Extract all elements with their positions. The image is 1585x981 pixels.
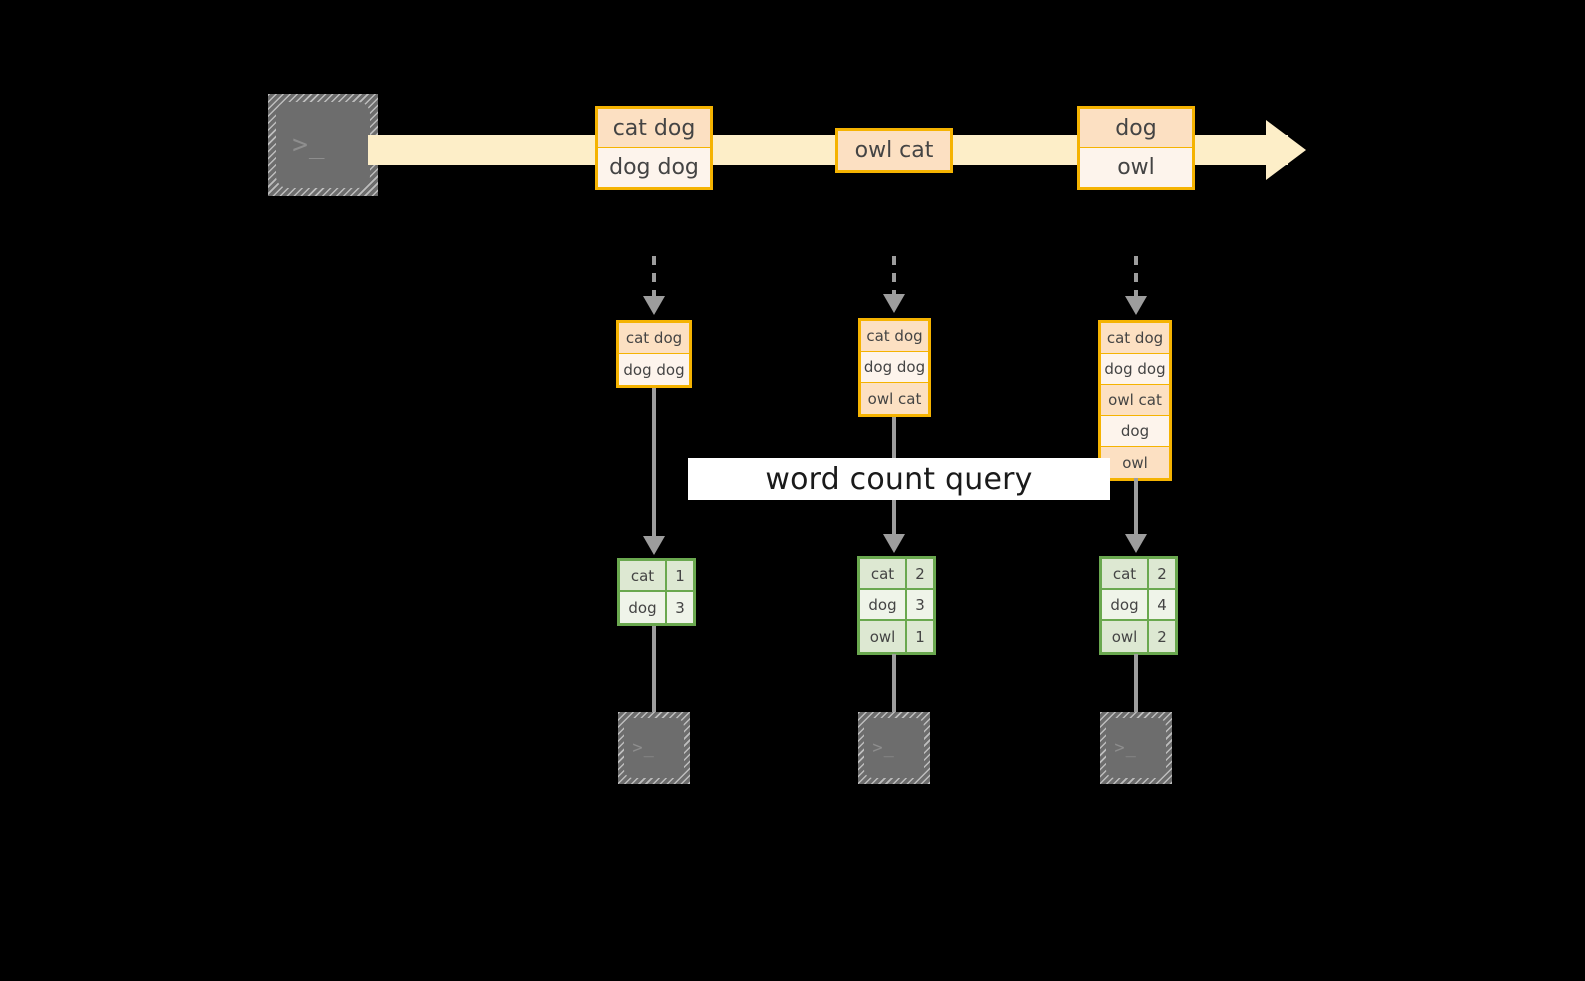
state-line: owl [1101, 447, 1169, 478]
state-to-result-arrow-1 [643, 536, 665, 555]
stream-batch-1: cat dog dog dog [595, 106, 713, 190]
stream-line: owl [1080, 148, 1192, 187]
accumulated-state-2: cat dog dog dog owl cat [858, 318, 931, 417]
result-count: 2 [907, 559, 933, 588]
result-word: dog [1102, 590, 1149, 619]
table-row: dog 3 [620, 592, 693, 623]
state-line: dog dog [861, 352, 928, 383]
result-table-2: cat 2 dog 3 owl 1 [857, 556, 936, 655]
source-terminal-icon: >_ [268, 94, 378, 196]
stream-batch-3: dog owl [1077, 106, 1195, 190]
trigger-arrow-head [1125, 296, 1147, 315]
trigger-connector-dashed [1134, 256, 1138, 298]
stream-line: cat dog [598, 109, 710, 148]
state-line: cat dog [619, 323, 689, 354]
table-row: dog 4 [1102, 590, 1175, 621]
stream-line: dog [1080, 109, 1192, 148]
trigger-connector-dashed [892, 256, 896, 296]
result-count: 4 [1149, 590, 1175, 619]
sink-terminal-1: >_ [618, 712, 690, 784]
table-row: cat 2 [1102, 559, 1175, 590]
terminal-screen [624, 718, 684, 778]
result-word: cat [1102, 559, 1149, 588]
terminal-prompt-glyph: >_ [292, 130, 326, 160]
state-line: dog dog [619, 354, 689, 385]
table-row: cat 1 [620, 561, 693, 592]
state-to-result-line-1 [652, 388, 656, 540]
trigger-arrow-head [883, 294, 905, 313]
terminal-prompt-glyph: >_ [872, 738, 895, 758]
result-count: 1 [667, 561, 693, 590]
result-word: owl [860, 621, 907, 652]
result-word: cat [860, 559, 907, 588]
result-to-sink-line-2 [892, 654, 896, 716]
sink-terminal-3: >_ [1100, 712, 1172, 784]
trigger-arrow-head [643, 296, 665, 315]
stream-arrow-head [1266, 120, 1306, 180]
result-word: cat [620, 561, 667, 590]
terminal-prompt-glyph: >_ [1114, 738, 1137, 758]
result-to-sink-line-1 [652, 626, 656, 716]
state-line: dog dog [1101, 354, 1169, 385]
result-count: 2 [1149, 559, 1175, 588]
table-row: owl 2 [1102, 621, 1175, 652]
trigger-connector-dashed [652, 256, 656, 298]
sink-terminal-2: >_ [858, 712, 930, 784]
stream-batch-2: owl cat [835, 128, 953, 173]
state-to-result-line-3 [1134, 478, 1138, 538]
state-line: cat dog [861, 321, 928, 352]
state-line: owl cat [1101, 385, 1169, 416]
terminal-screen [1106, 718, 1166, 778]
stream-line: dog dog [598, 148, 710, 187]
terminal-prompt-glyph: >_ [632, 738, 655, 758]
state-line: cat dog [1101, 323, 1169, 354]
result-to-sink-line-3 [1134, 654, 1138, 716]
state-to-result-arrow-2 [883, 534, 905, 553]
result-count: 2 [1149, 621, 1175, 652]
result-count: 3 [667, 592, 693, 623]
terminal-screen [276, 102, 370, 188]
stream-line: owl cat [838, 131, 950, 170]
result-word: owl [1102, 621, 1149, 652]
accumulated-state-1: cat dog dog dog [616, 320, 692, 388]
result-table-3: cat 2 dog 4 owl 2 [1099, 556, 1178, 655]
result-count: 3 [907, 590, 933, 619]
state-line: owl cat [861, 383, 928, 414]
query-banner: word count query [688, 458, 1110, 500]
result-word: dog [860, 590, 907, 619]
terminal-screen [864, 718, 924, 778]
table-row: cat 2 [860, 559, 933, 590]
accumulated-state-3: cat dog dog dog owl cat dog owl [1098, 320, 1172, 481]
result-count: 1 [907, 621, 933, 652]
table-row: dog 3 [860, 590, 933, 621]
result-word: dog [620, 592, 667, 623]
state-line: dog [1101, 416, 1169, 447]
state-to-result-arrow-3 [1125, 534, 1147, 553]
table-row: owl 1 [860, 621, 933, 652]
result-table-1: cat 1 dog 3 [617, 558, 696, 626]
